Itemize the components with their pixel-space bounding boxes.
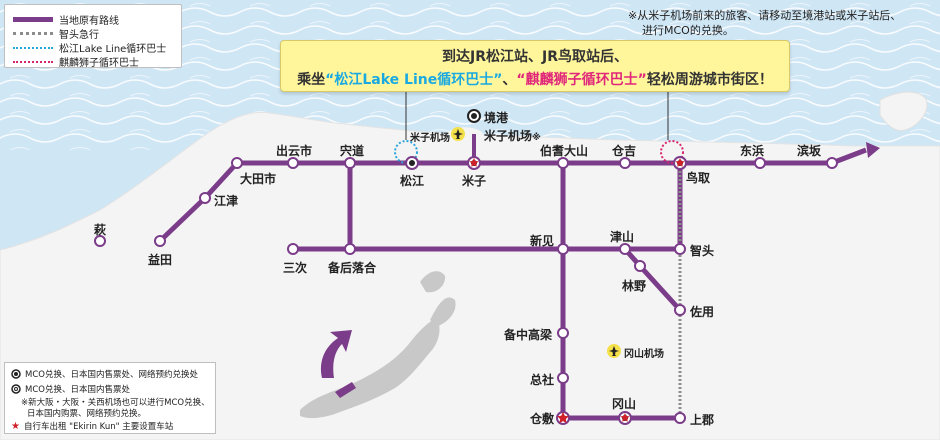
- label-sakaiminato: 境港: [484, 111, 509, 125]
- station-kamigori: [674, 412, 686, 424]
- station-tohama: [754, 157, 766, 169]
- label-shinji: 宍道: [340, 144, 365, 158]
- star-icon-tottori: [675, 158, 685, 167]
- station-soja: [557, 372, 569, 384]
- label-okayama-airport: 冈山机场: [624, 349, 664, 360]
- legend-sub-note-1: ※新大阪・大阪・关西机场也可以进行MCO兑换、: [21, 398, 210, 408]
- station-hakibiyama: [557, 157, 569, 169]
- japan-inset-map: [300, 271, 456, 419]
- mco-basic-icon: [11, 384, 21, 394]
- island-right: [879, 91, 928, 132]
- label-soja: 总社: [530, 373, 555, 387]
- legend-item-local-route: 当地原有路线: [13, 12, 119, 27]
- legend: 当地原有路线 智头急行 松江Lake Line循环巴士 麒麟狮子循环巴士: [4, 4, 182, 69]
- label-tsuyama: 津山: [610, 230, 635, 244]
- label-hakibiyama: 伯耆大山: [540, 144, 589, 158]
- legend-mco-basic: MCO兑换、日本国内售票处: [11, 383, 130, 395]
- legend-item-chizu-express: 智头急行: [13, 26, 99, 41]
- land-area: [0, 111, 940, 440]
- legend-item-kirin-bus: 麒麟狮子循环巴士: [13, 54, 139, 69]
- label-kurashiki: 仓敷: [530, 412, 555, 426]
- label-hagi: 萩: [94, 223, 107, 237]
- label-hamasaka: 滨坂: [797, 144, 822, 158]
- station-bitchu-takahashi: [557, 327, 569, 339]
- label-gotsu: 江津: [214, 194, 239, 208]
- legend-mco-full: MCO兑换、日本国内售票处、网络预约兑换处: [11, 368, 198, 380]
- lake-line-bus-label: “松江Lake Line循环巴士”: [325, 72, 503, 88]
- station-sakaiminato-mco-icon: [471, 113, 477, 119]
- eastbound-arrow-head: [866, 142, 880, 158]
- station-gotsu: [199, 192, 211, 204]
- label-yonago-airport-left: 米子机场: [410, 133, 450, 144]
- label-hayashino: 林野: [622, 279, 647, 293]
- purple-line-swatch-icon: [13, 17, 53, 22]
- label-odashi: 大田市: [240, 172, 277, 186]
- target-region-arrow: [335, 382, 356, 398]
- label-bingo-ochiai: 备后落合: [328, 261, 377, 275]
- label-masuda: 益田: [148, 253, 173, 267]
- label-izumoshi: 出云市: [276, 144, 313, 158]
- label-tottori: 鸟取: [686, 171, 711, 185]
- kirin-bus-label: “麒麟狮子循环巴士”: [516, 72, 647, 88]
- label-kurayoshi: 仓吉: [612, 144, 637, 158]
- transfer-note: ※从米子机场前来的旅客、请移动至境港站或米子站后、 进行MCO的兑换。: [628, 9, 902, 37]
- loop-bus-callout: 到达JR松江站、JR鸟取站后、 乘坐“松江Lake Line循环巴士”、“麒麟狮…: [280, 40, 790, 92]
- station-tsuyama: [619, 243, 631, 255]
- station-hayashino: [634, 260, 646, 272]
- pointer-arrow: [320, 330, 352, 378]
- eastbound-arrow: [831, 147, 867, 166]
- label-matsue: 松江: [400, 174, 425, 188]
- star-icon-yonago: [469, 158, 479, 167]
- station-chizu: [674, 243, 686, 255]
- star-icon-kurashiki: [557, 412, 569, 424]
- gray-rail-swatch-icon: [13, 32, 53, 35]
- label-okayama: 冈山: [612, 397, 637, 411]
- mco-full-icon: [11, 369, 21, 379]
- label-yonago-airport: 米子机场※: [484, 129, 541, 143]
- legend-sub-note-2: 日本国内购票、网络预约兑换。: [27, 409, 147, 419]
- tottori-kirin-loop-icon: [660, 140, 684, 164]
- station-odashi: [231, 157, 243, 169]
- legend-item-lake-line: 松江Lake Line循环巴士: [13, 40, 166, 55]
- station-hamasaka: [826, 157, 838, 169]
- station-sayo: [674, 304, 686, 316]
- station-niimi: [557, 243, 569, 255]
- label-bitchu-takahashi: 备中高梁: [504, 328, 553, 342]
- label-tohama: 东浜: [740, 144, 765, 158]
- station-izumoshi: [287, 157, 299, 169]
- label-yonago: 米子: [462, 174, 487, 188]
- station-miyoshi: [287, 243, 299, 255]
- star-icon-okayama: [620, 413, 630, 422]
- legend-bicycle: ★ 自行车出租 "Ekirin Kun" 主要设置车站: [11, 420, 174, 433]
- label-niimi: 新见: [530, 234, 555, 248]
- station-masuda: [154, 235, 166, 247]
- airport-icons: [451, 127, 621, 358]
- station-hagi: [94, 235, 106, 247]
- station-shinji: [344, 157, 356, 169]
- bicycle-stars: [469, 158, 685, 424]
- station-kurayoshi: [619, 157, 631, 169]
- label-sayo: 佐用: [690, 305, 715, 319]
- blue-dotted-swatch-icon: [13, 46, 53, 49]
- pink-dotted-swatch-icon: [13, 60, 53, 63]
- station-matsue-mco-icon: [409, 160, 415, 166]
- stations: [94, 157, 838, 424]
- star-icon: ★: [11, 420, 20, 432]
- label-kamigori: 上郡: [690, 413, 715, 427]
- label-miyoshi: 三次: [283, 261, 308, 275]
- label-chizu: 智头: [690, 244, 715, 258]
- service-legend: MCO兑换、日本国内售票处、网络预约兑换处 MCO兑换、日本国内售票处 ※新大阪…: [4, 362, 216, 434]
- station-bingo-ochiai: [344, 243, 356, 255]
